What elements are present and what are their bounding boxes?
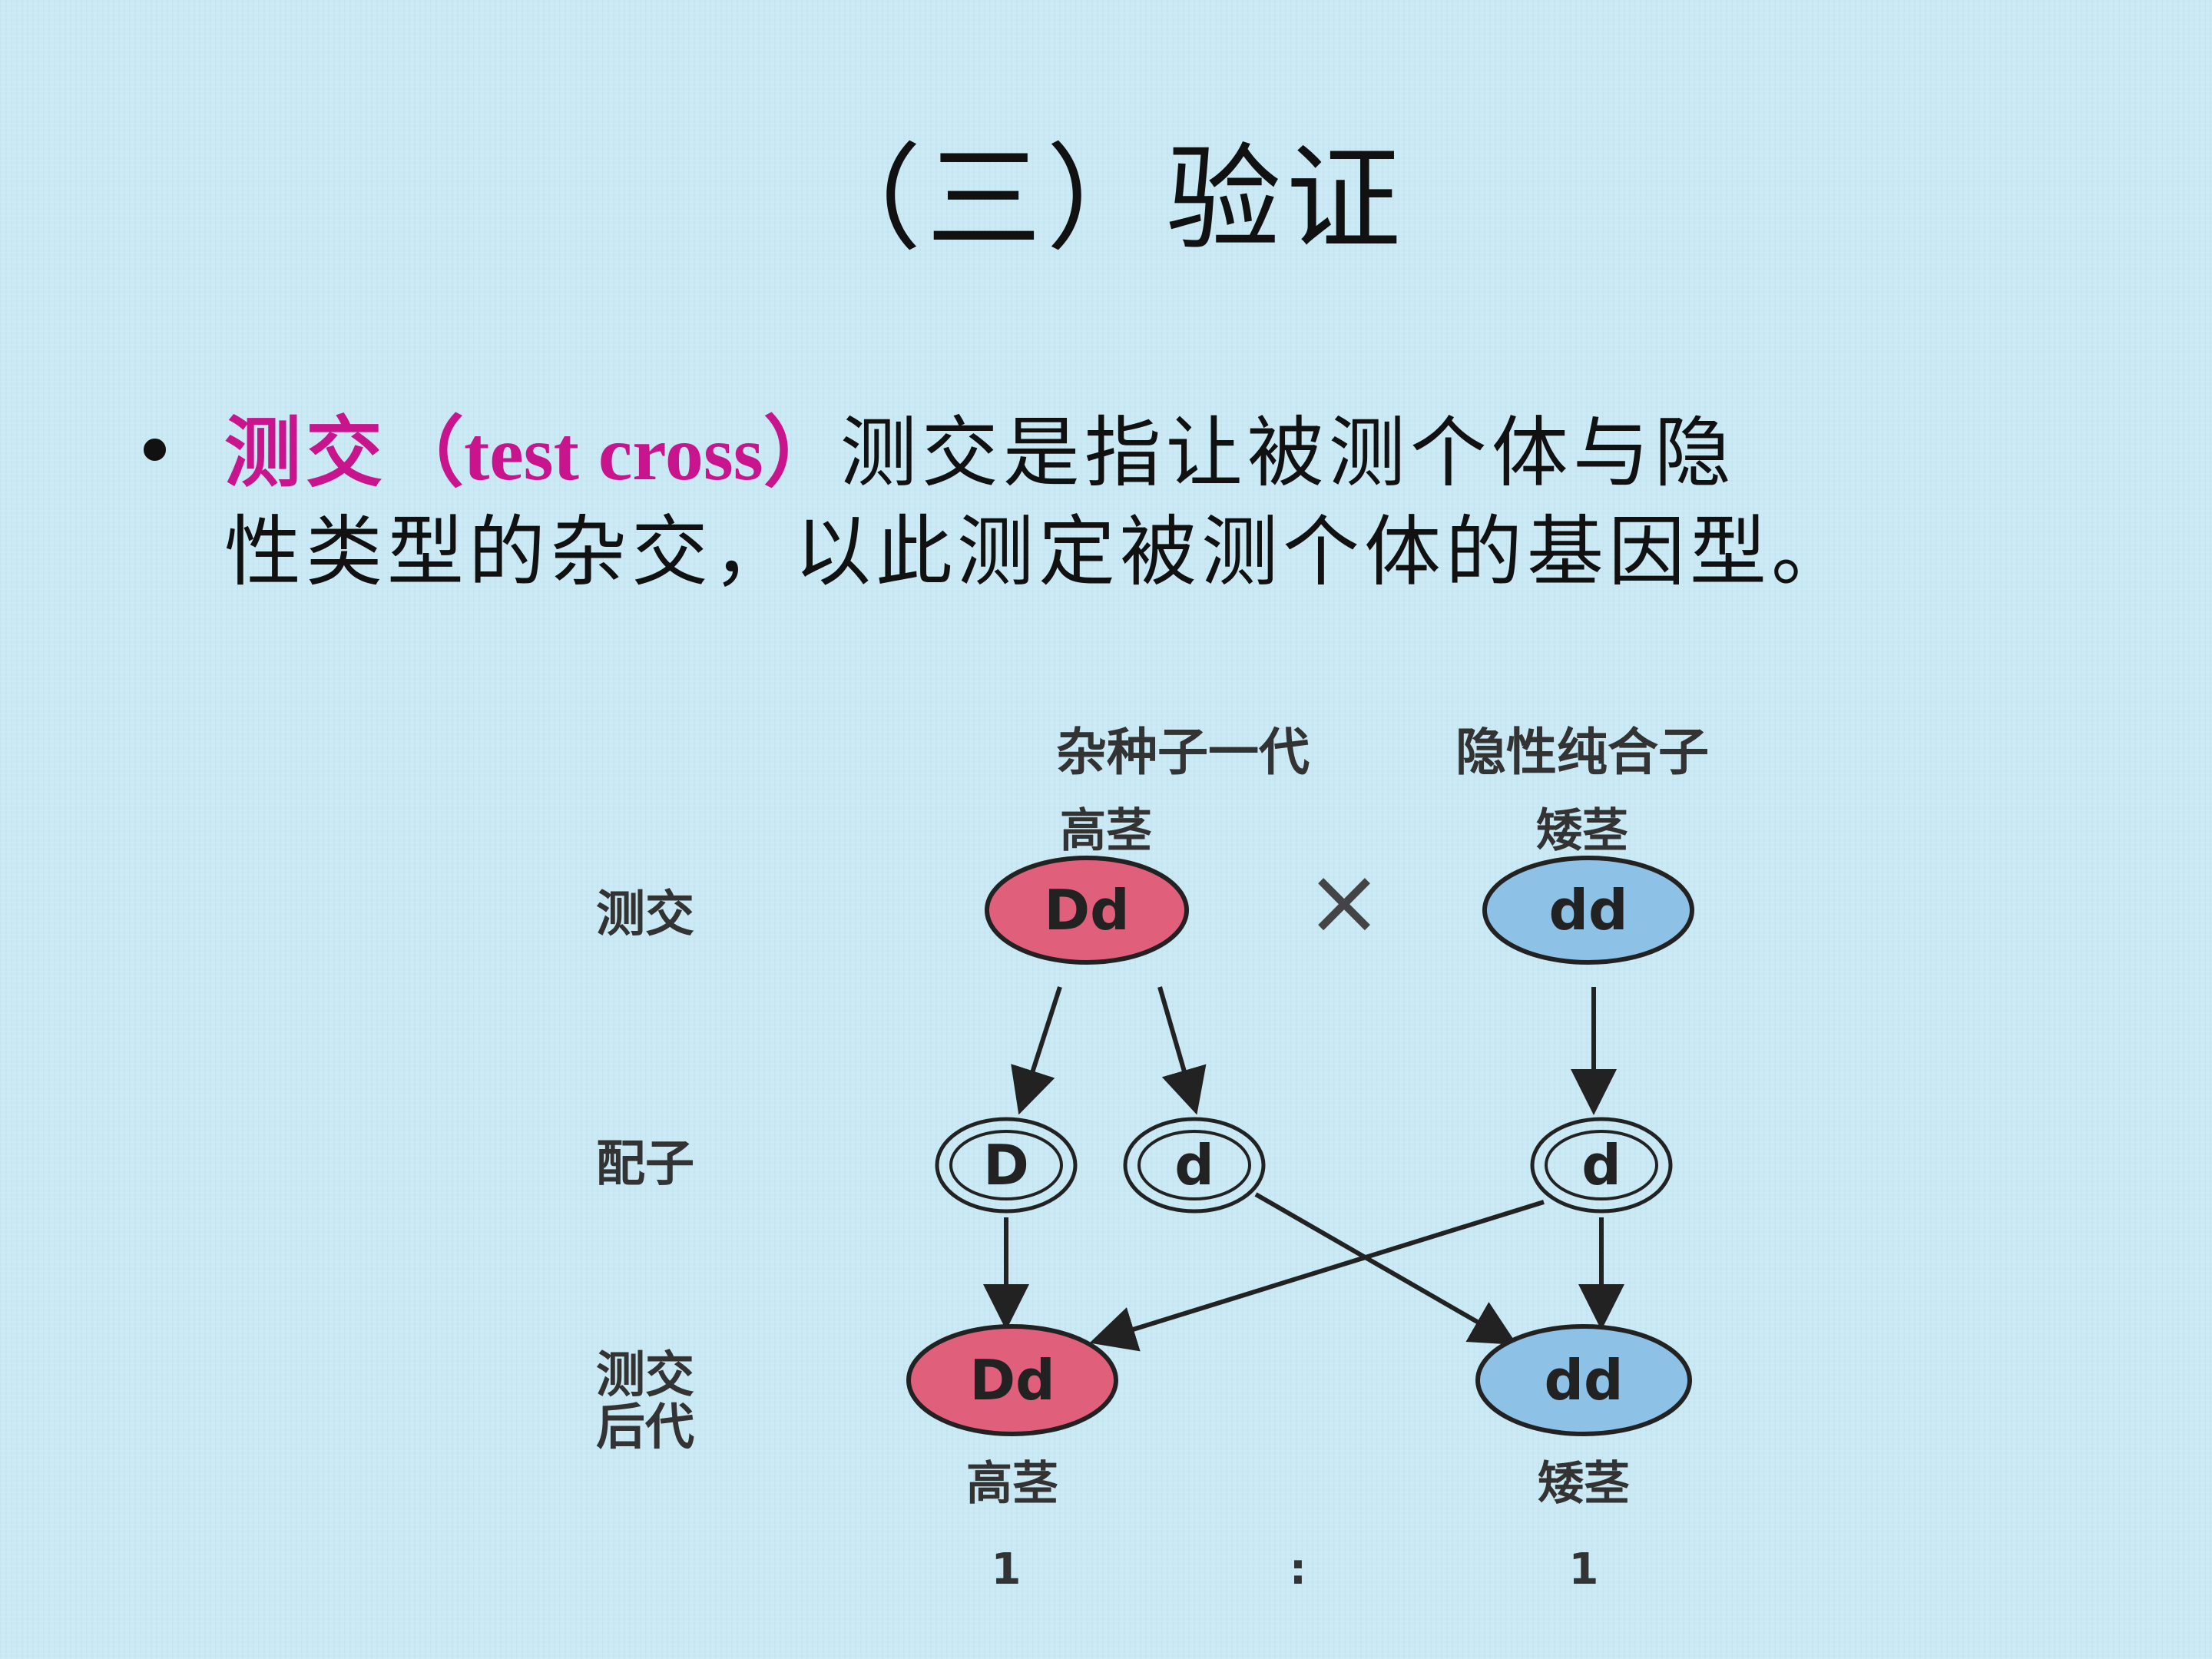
bullet-dot-icon: •	[132, 407, 177, 497]
parent-left-node: Dd	[985, 856, 1189, 965]
offspring-left-trait: 高茎	[966, 1457, 1058, 1511]
arrow-gamete-d1-to-offspring-dd	[1254, 1192, 1518, 1345]
parent-right-header: 隐性纯合子	[1455, 723, 1709, 782]
gamete-d1-node: d	[1123, 1117, 1266, 1214]
row-label-gamete: 配子	[596, 1136, 694, 1193]
parent-right-trait: 矮茎	[1536, 804, 1628, 858]
slide-title: （三）验证	[806, 133, 1406, 267]
gamete-d2-node: d	[1530, 1117, 1673, 1214]
parent-left-genotype: Dd	[1044, 878, 1129, 942]
gamete-D-node: D	[935, 1117, 1078, 1214]
offspring-right-trait: 矮茎	[1538, 1457, 1630, 1511]
offspring-left-node: Dd	[906, 1324, 1118, 1436]
row-label-offspring-2: 后代	[596, 1399, 694, 1456]
gamete-D-label: D	[983, 1133, 1029, 1197]
bullet-line-2: 性类型的杂交，以此测定被测个体的基因型。	[224, 507, 1853, 597]
row-label-offspring-1: 测交	[596, 1347, 694, 1404]
arrow-dd-to-gamete-d1	[1157, 986, 1207, 1115]
parent-left-trait: 高茎	[1060, 804, 1152, 858]
offspring-right-node: dd	[1475, 1324, 1692, 1436]
arrow-dd-to-gamete-D	[1011, 986, 1062, 1115]
parent-right-node: dd	[1482, 856, 1694, 965]
ratio-right: 1	[1569, 1545, 1599, 1594]
term-english: （test cross）	[387, 411, 840, 496]
ratio-left: 1	[992, 1545, 1022, 1594]
offspring-right-genotype: dd	[1544, 1348, 1623, 1412]
bullet-point: • 测交（test cross）测交是指让被测个体与隐 性类型的杂交，以此测定被…	[132, 403, 2151, 601]
gamete-d2-label: d	[1581, 1133, 1621, 1197]
definition-part-1: 测交是指让被测个体与隐	[839, 408, 1736, 498]
row-label-cross: 测交	[596, 886, 694, 943]
arrow-gamete-d2-to-offspring-Dd	[1089, 1200, 1545, 1352]
parent-left-header: 杂种子一代	[1056, 723, 1310, 782]
ratio-separator: :	[1290, 1545, 1306, 1594]
term-chinese: 测交	[224, 407, 387, 498]
bullet-line-1: 测交（test cross）测交是指让被测个体与隐	[138, 403, 2151, 503]
gamete-d1-label: d	[1174, 1133, 1214, 1197]
parent-right-genotype: dd	[1548, 878, 1628, 942]
offspring-left-genotype: Dd	[969, 1348, 1055, 1412]
cross-symbol-icon: ×	[1306, 849, 1383, 955]
